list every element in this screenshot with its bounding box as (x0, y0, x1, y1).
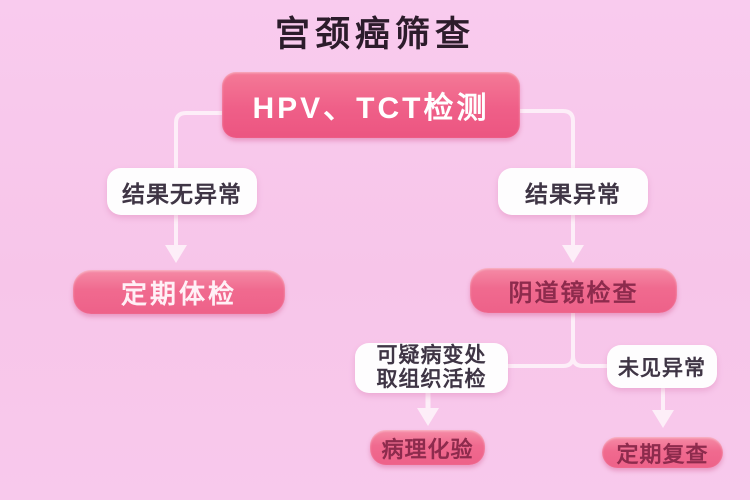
connector-colposcopy-split (506, 311, 609, 368)
node-biopsy-line1: 可疑病变处 (376, 344, 487, 367)
arrow-down-icon (165, 245, 187, 263)
node-regular-checkup: 定期体检 (73, 270, 285, 314)
arrow-down-icon (417, 408, 439, 426)
page-title: 宫颈癌筛查 (274, 15, 475, 54)
node-result-normal: 结果无异常 (107, 168, 257, 215)
arrow-down-icon (562, 245, 584, 263)
node-hpv-tct-test: HPV、TCT检测 (222, 72, 520, 138)
connector-root-left (174, 111, 224, 170)
node-colposcopy: 阴道镜检查 (470, 268, 677, 313)
node-pathology-test: 病理化验 (370, 430, 485, 465)
arrow-down-icon (652, 410, 674, 428)
connector-root-right (518, 109, 575, 170)
node-biopsy: 可疑病变处 取组织活检 (355, 343, 508, 393)
node-regular-followup: 定期复查 (602, 437, 723, 468)
node-no-abnormality: 未见异常 (607, 345, 717, 388)
node-result-abnormal: 结果异常 (498, 168, 648, 215)
node-biopsy-line2: 取组织活检 (376, 368, 487, 391)
